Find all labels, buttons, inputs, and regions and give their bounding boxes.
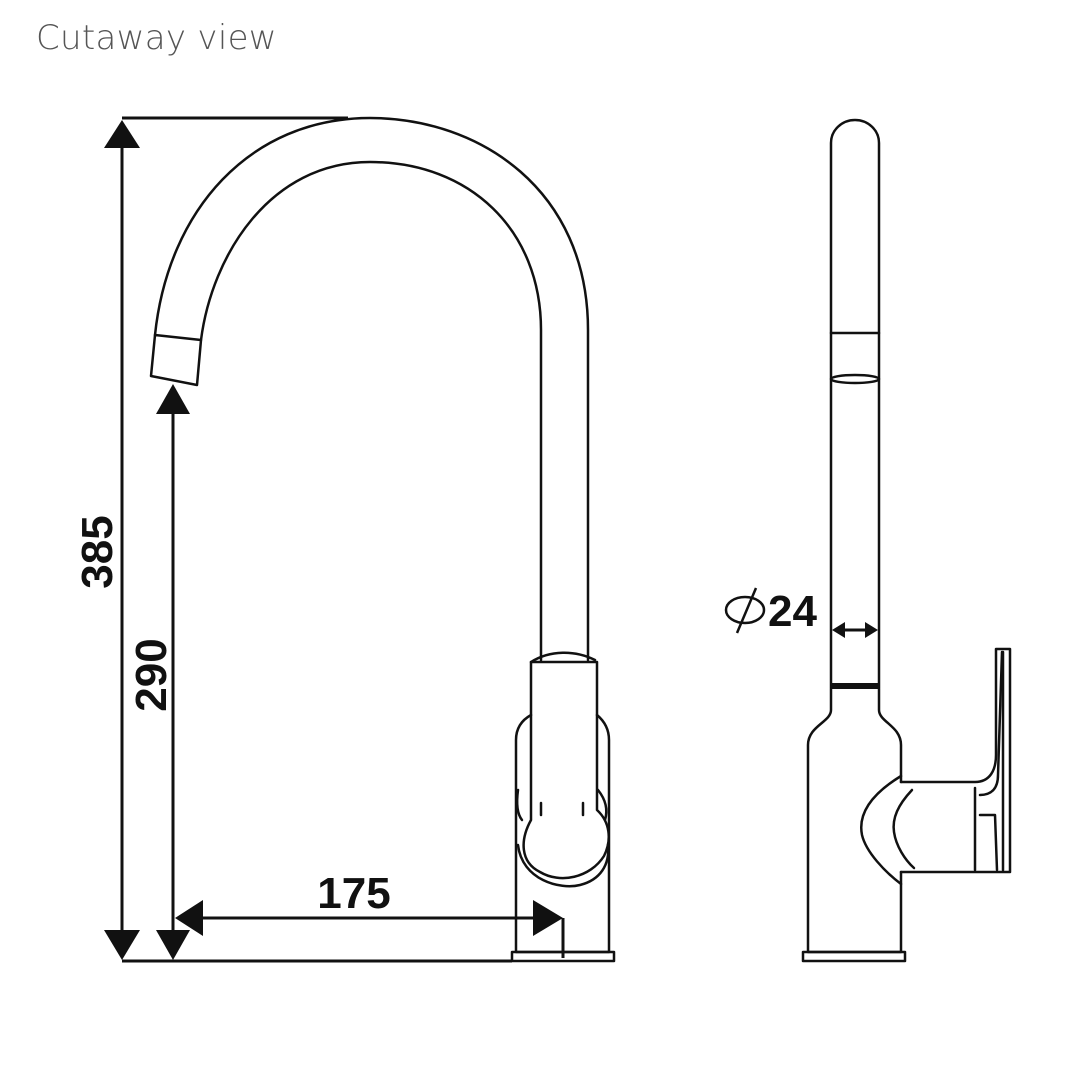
- side-aerator-bottom: [829, 373, 881, 385]
- reach-arrow-right: [533, 900, 563, 936]
- side-collar: [831, 683, 879, 689]
- diameter-label: 24: [768, 587, 817, 636]
- spout-height-arrow-bottom: [156, 930, 190, 960]
- reach-arrow-left: [175, 900, 203, 936]
- dimension-overall-height: 385: [73, 116, 512, 963]
- handle-side-right: [596, 788, 608, 822]
- overall-height-label: 385: [73, 515, 122, 588]
- spout-height-label: 290: [127, 638, 176, 711]
- diameter-symbol: [724, 587, 766, 634]
- side-lever-inner: [978, 650, 1004, 872]
- overall-height-arrow-bottom: [104, 930, 140, 960]
- side-lever-boss-outer: [860, 774, 903, 886]
- dimension-reach: 175: [175, 869, 565, 958]
- front-view: [149, 116, 616, 963]
- side-tap-body: [806, 687, 903, 954]
- handle-lower-ring: [516, 843, 610, 888]
- reach-label: 175: [317, 869, 390, 918]
- side-base-plate: [801, 950, 907, 963]
- diameter-arrow-right: [865, 622, 878, 638]
- aerator-tip: [149, 333, 203, 387]
- dimension-diameter: 24: [724, 587, 878, 638]
- spout-collar: [529, 651, 597, 664]
- view-title: Cutaway view: [36, 18, 277, 58]
- spout-outer-outline: [153, 116, 590, 662]
- side-lever-arm: [899, 647, 1012, 874]
- overall-height-arrow-top: [104, 120, 140, 148]
- spout-inner-outline: [199, 160, 543, 662]
- side-view: [801, 118, 1012, 963]
- lever-handle: [522, 660, 610, 880]
- side-spout-tube: [829, 118, 881, 690]
- dimension-spout-height: 290: [127, 384, 190, 960]
- spout-height-arrow-top: [156, 384, 190, 414]
- handle-side-left: [515, 788, 524, 822]
- diameter-arrow-left: [832, 622, 845, 638]
- side-lever-boss-inner: [892, 788, 916, 870]
